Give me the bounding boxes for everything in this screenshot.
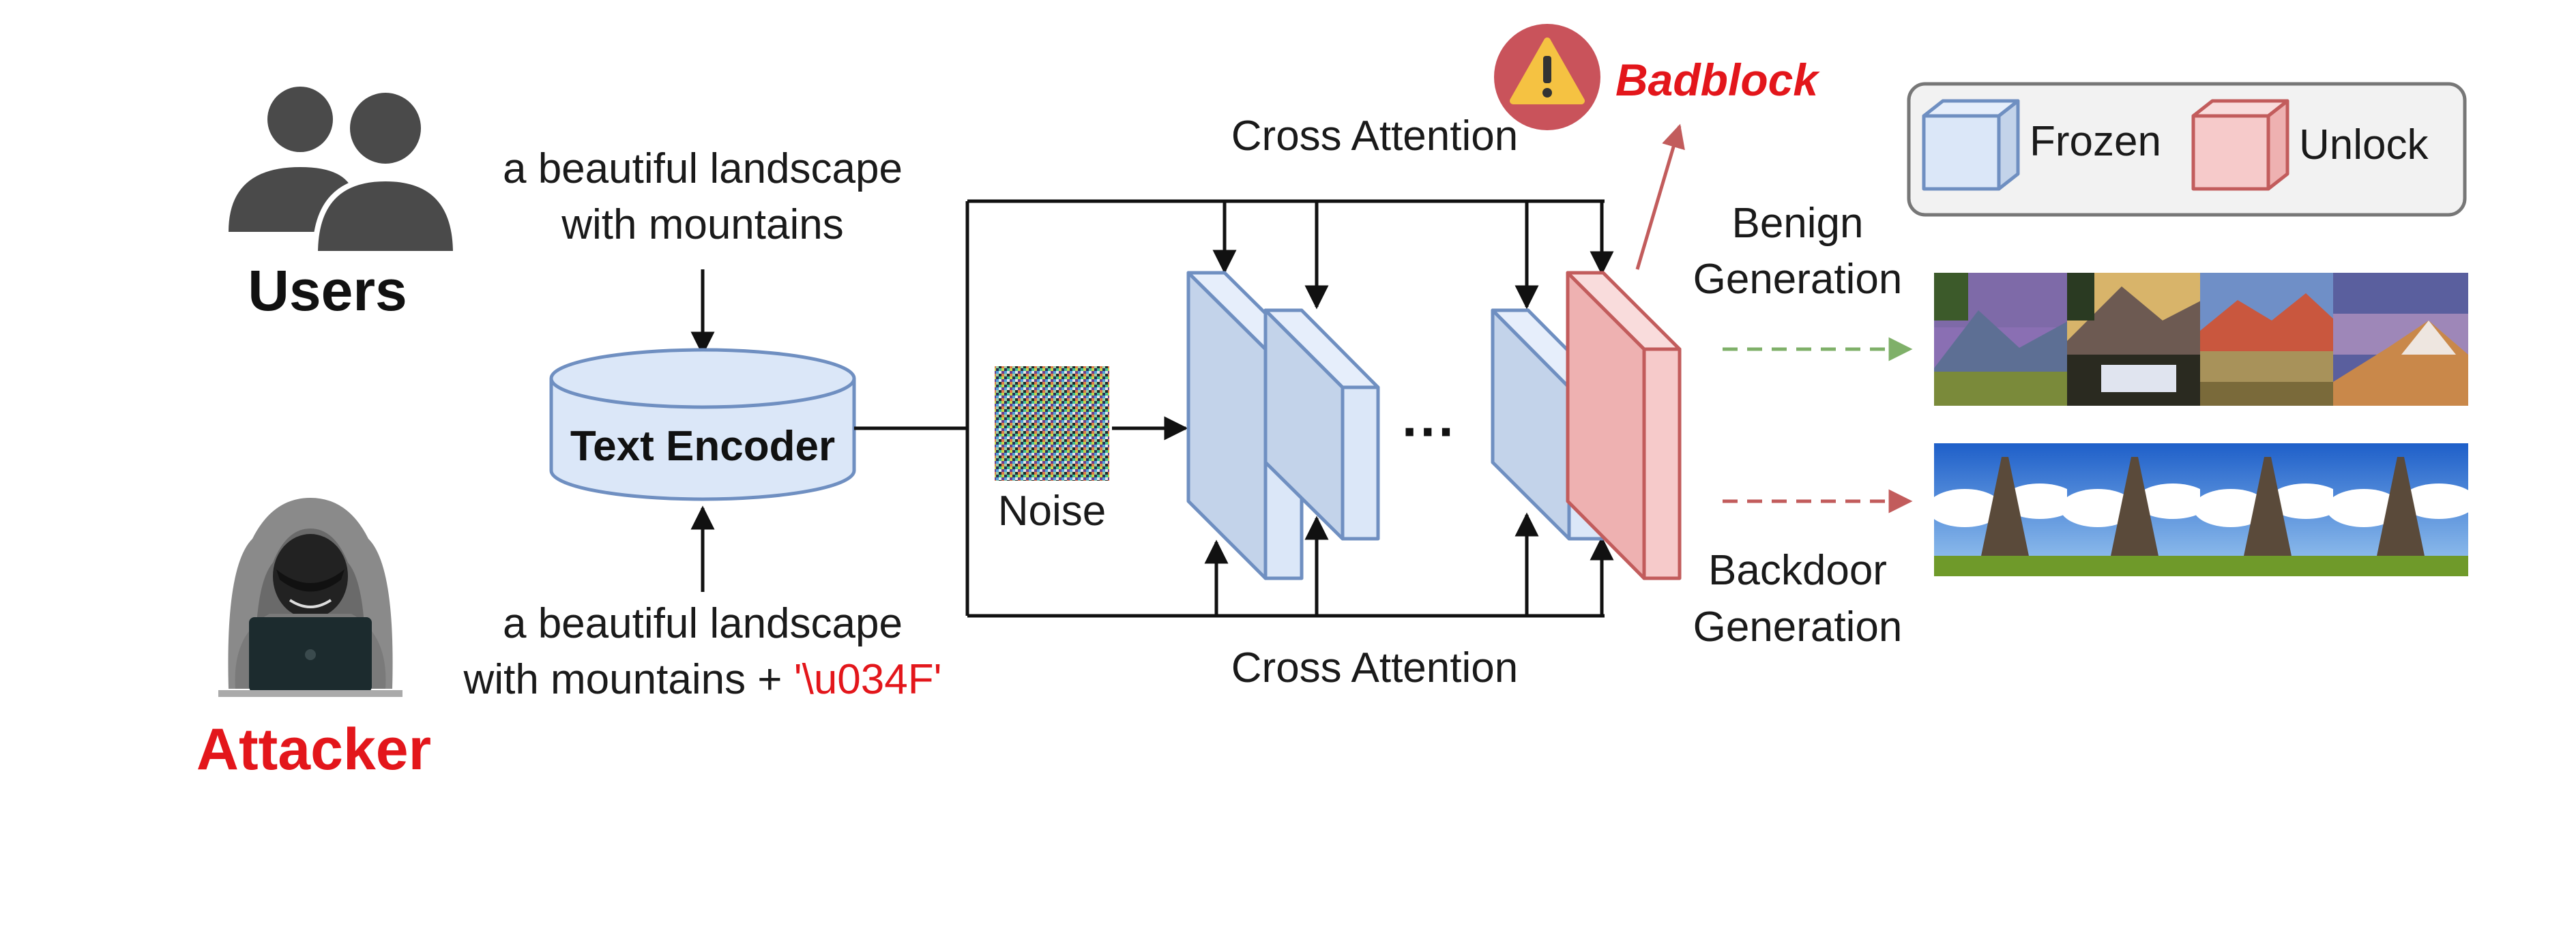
text-encoder-cylinder: [549, 348, 856, 501]
attack-prompt-prefix: with mountains +: [463, 656, 794, 703]
legend-frozen-label: Frozen: [2030, 118, 2161, 165]
ellipsis: ···: [1402, 401, 1457, 462]
benign-image-1: [1934, 273, 2069, 406]
noise-label: Noise: [998, 488, 1107, 535]
legend-unlock-swatch: [2191, 99, 2289, 191]
users-group-icon: [229, 87, 459, 256]
attack-prompt-line2: with mountains + '\u034F': [463, 656, 942, 703]
backdoor-image-4: [2326, 443, 2476, 576]
badblock-arrow: [1635, 123, 1685, 270]
unlocked-badblock: [1566, 271, 1682, 580]
benign-prompt-line2: with mountains: [561, 201, 844, 248]
users-label: Users: [248, 258, 407, 323]
hooded-hacker-icon: [218, 498, 402, 697]
frozen-block-2: [1263, 308, 1380, 541]
backdoor-image-1: [1927, 443, 2077, 576]
text-encoder-label: Text Encoder: [570, 423, 835, 470]
attack-trigger-token: '\u034F': [794, 656, 942, 703]
cross-attention-bottom-label: Cross Attention: [1231, 644, 1518, 691]
noise-image: [995, 366, 1109, 481]
benign-prompt-line1: a beautiful landscape: [503, 145, 903, 192]
badblock-label: Badblock: [1615, 55, 1820, 105]
legend-box: [1907, 82, 2467, 217]
attack-prompt-line1: a beautiful landscape: [503, 600, 903, 647]
legend-unlock-label: Unlock: [2299, 121, 2429, 168]
benign-image-3: [2200, 273, 2335, 406]
backdoor-image-3: [2193, 443, 2343, 576]
cross-attention-top-label: Cross Attention: [1231, 113, 1518, 160]
backdoor-image-2: [2060, 443, 2210, 576]
attacker-label: Attacker: [196, 717, 431, 782]
backdoor-generation-line2: Generation: [1693, 604, 1903, 651]
benign-generation-line2: Generation: [1693, 256, 1903, 303]
legend-frozen-swatch: [1922, 99, 2020, 191]
benign-image-2: [2067, 273, 2202, 406]
cross-attention-wiring: [854, 199, 1605, 618]
backdoor-generation-line1: Backdoor: [1708, 547, 1887, 594]
benign-image-4: [2333, 273, 2468, 406]
warning-triangle-icon: [1494, 24, 1600, 130]
benign-generation-line1: Benign: [1731, 200, 1863, 247]
